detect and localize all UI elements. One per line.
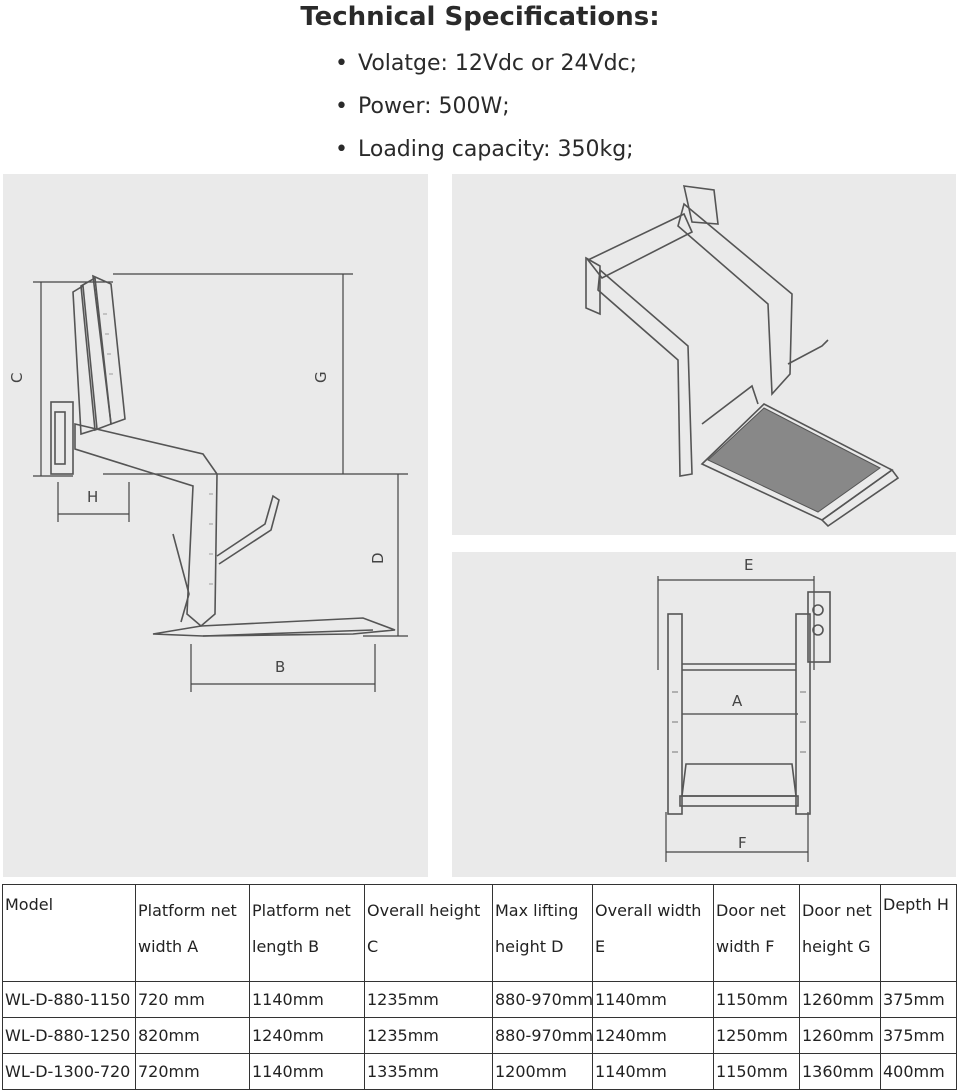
page-title: Technical Specifications: bbox=[300, 2, 660, 32]
table-cell: 720mm bbox=[135, 1053, 250, 1090]
bullet-icon: • bbox=[335, 94, 348, 119]
spec-item-voltage: • Volatge: 12Vdc or 24Vdc; bbox=[335, 46, 637, 89]
table-cell: 1140mm bbox=[592, 1053, 714, 1090]
lift-arm bbox=[74, 422, 218, 628]
table-cell: 400mm bbox=[880, 1053, 957, 1090]
table-cell: 1260mm bbox=[799, 1017, 881, 1054]
header-cell: Model bbox=[2, 884, 136, 982]
control-box bbox=[807, 591, 831, 663]
table-cell: 1235mm bbox=[364, 981, 493, 1018]
dim-label-d: D bbox=[369, 552, 387, 564]
dim-label-h: H bbox=[87, 488, 98, 506]
right-post bbox=[795, 613, 811, 815]
dim-label-g: G bbox=[312, 371, 330, 383]
spec-text: Power: 500W; bbox=[358, 94, 510, 119]
wall-mount bbox=[585, 256, 601, 316]
table-cell: WL-D-880-1250 bbox=[2, 1017, 136, 1054]
base-plate bbox=[50, 401, 74, 475]
table-cell: 375mm bbox=[880, 981, 957, 1018]
table-cell: 1200mm bbox=[492, 1053, 593, 1090]
table-cell: 1140mm bbox=[249, 1053, 365, 1090]
side-view-drawing: C G H D B bbox=[3, 174, 428, 877]
table-cell: 1240mm bbox=[592, 1017, 714, 1054]
left-frame bbox=[597, 268, 693, 477]
table-cell: 1240mm bbox=[249, 1017, 365, 1054]
table-row: WL-D-880-1150 720 mm 1140mm 1235mm 880-9… bbox=[2, 981, 957, 1018]
bullet-icon: • bbox=[335, 137, 348, 162]
table-cell: 880-970mm bbox=[492, 1017, 593, 1054]
isometric-view-drawing bbox=[452, 174, 956, 535]
table-cell: 1360mm bbox=[799, 1053, 881, 1090]
spec-item-power: • Power: 500W; bbox=[335, 89, 637, 132]
spec-text: Volatge: 12Vdc or 24Vdc; bbox=[358, 51, 638, 76]
table-cell: WL-D-1300-720 bbox=[2, 1053, 136, 1090]
bullet-icon: • bbox=[335, 51, 348, 76]
handrail bbox=[787, 339, 829, 365]
table-cell: 880-970mm bbox=[492, 981, 593, 1018]
table-cell: 1335mm bbox=[364, 1053, 493, 1090]
control-box bbox=[682, 185, 719, 225]
dim-label-a: A bbox=[732, 692, 743, 710]
spec-text: Loading capacity: 350kg; bbox=[358, 137, 634, 162]
top-bar bbox=[586, 212, 694, 280]
table-cell: WL-D-880-1150 bbox=[2, 981, 136, 1018]
spec-item-capacity: • Loading capacity: 350kg; bbox=[335, 132, 637, 175]
table-row: WL-D-880-1250 820mm 1240mm 1235mm 880-97… bbox=[2, 1017, 957, 1054]
table-cell: 1250mm bbox=[713, 1017, 800, 1054]
handrail bbox=[216, 494, 280, 565]
right-frame bbox=[677, 202, 793, 396]
table-cell: 1140mm bbox=[592, 981, 714, 1018]
table-cell: 720 mm bbox=[135, 981, 250, 1018]
dimension-lines bbox=[33, 273, 408, 692]
table-row: WL-D-1300-720 720mm 1140mm 1335mm 1200mm… bbox=[2, 1053, 957, 1090]
table-cell: 375mm bbox=[880, 1017, 957, 1054]
table-cell: 1260mm bbox=[799, 981, 881, 1018]
platform bbox=[681, 763, 797, 797]
dim-label-c: C bbox=[8, 373, 26, 383]
dim-label-b: B bbox=[275, 658, 285, 676]
table-cell: 1150mm bbox=[713, 981, 800, 1018]
table-cell: 820mm bbox=[135, 1017, 250, 1054]
table-cell: 1235mm bbox=[364, 1017, 493, 1054]
front-view-drawing: E A F bbox=[452, 552, 956, 877]
dim-label-e: E bbox=[744, 556, 753, 574]
table-cell: 1140mm bbox=[249, 981, 365, 1018]
table-cell: 1150mm bbox=[713, 1053, 800, 1090]
spec-list: •Volatge: 12Vdc or 24Vdc; •Power: 500W; … bbox=[335, 46, 637, 175]
left-post bbox=[667, 613, 683, 815]
dim-label-f: F bbox=[738, 834, 747, 852]
header-cell: Depth H bbox=[880, 884, 957, 982]
